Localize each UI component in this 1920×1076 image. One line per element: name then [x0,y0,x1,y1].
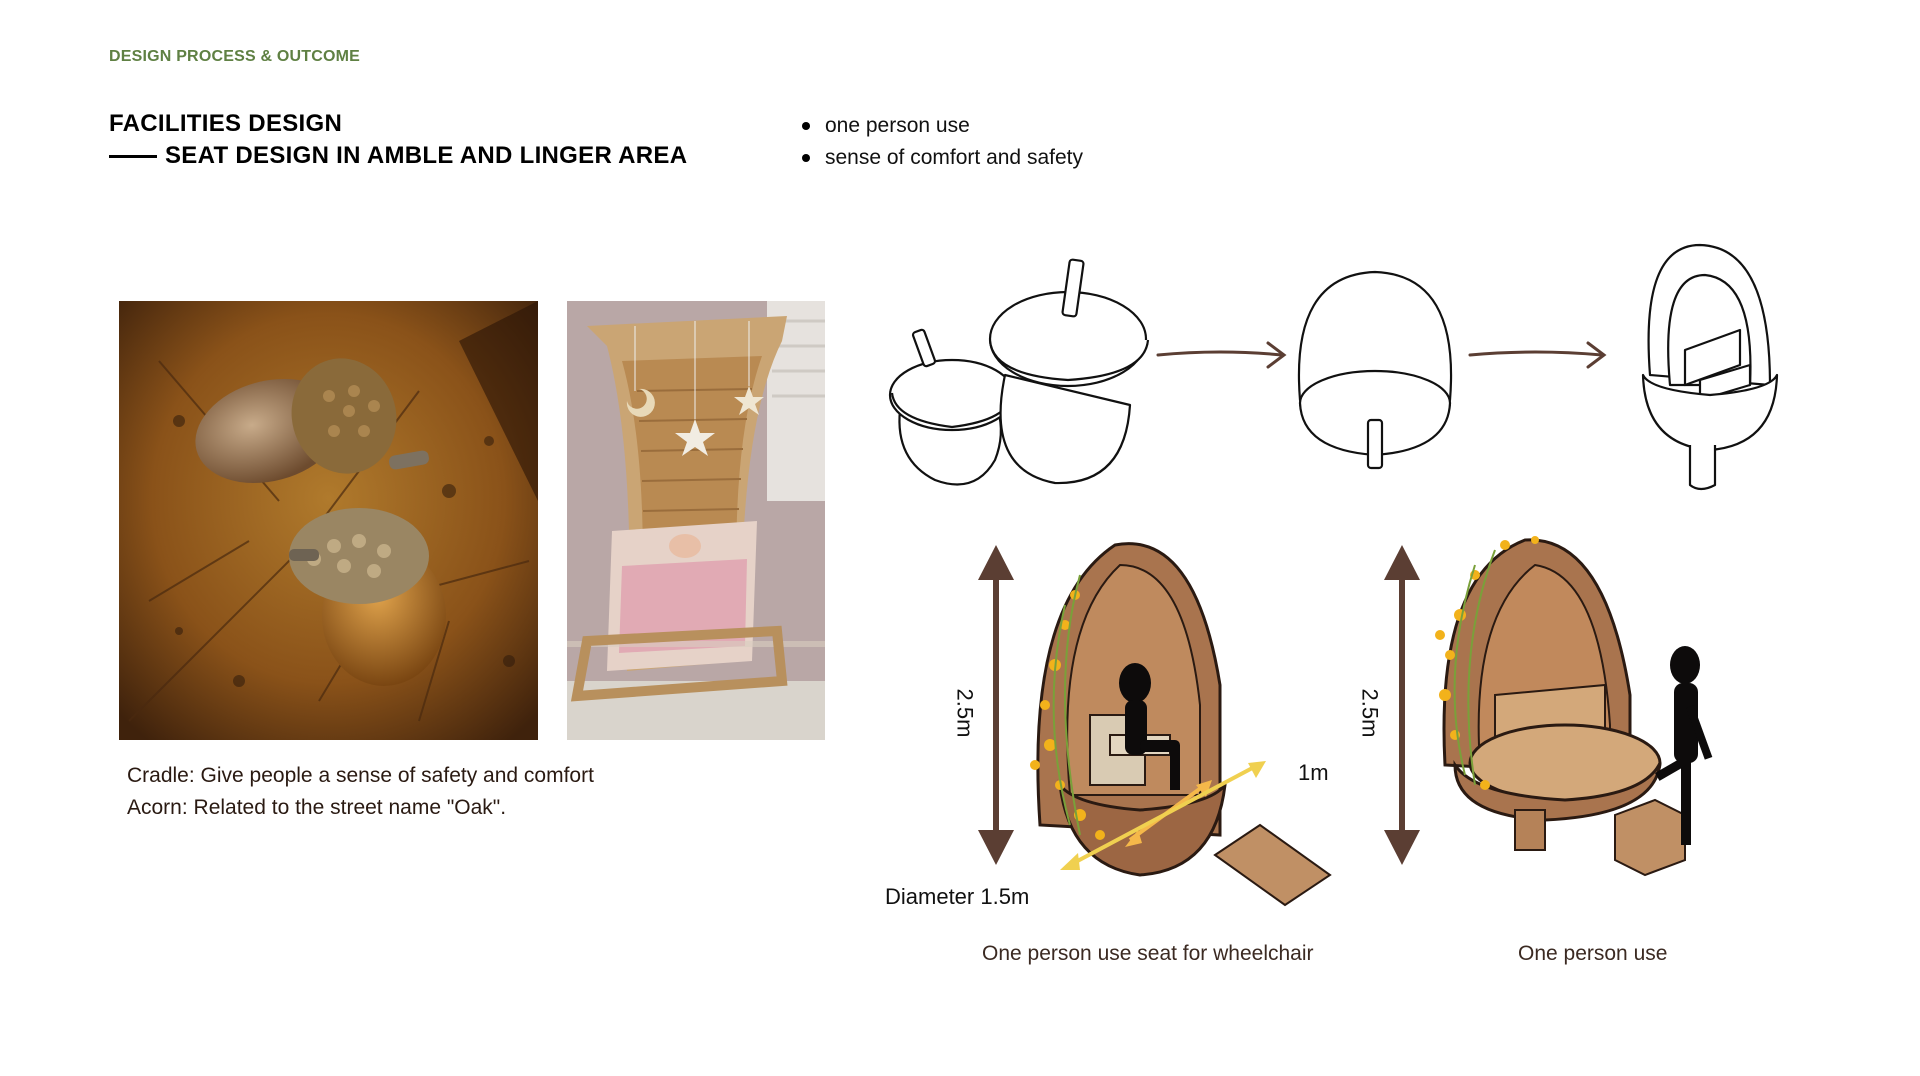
section-label: DESIGN PROCESS & OUTCOME [109,48,361,65]
title-dash [109,154,157,158]
sketch-sequence [888,243,1779,491]
requirement-item: one person use [802,110,1083,142]
page-subtitle: SEAT DESIGN IN AMBLE AND LINGER AREA [109,142,687,170]
standard-height-label: 2.5m [1357,688,1383,738]
acorn-pair-sketch [888,258,1150,486]
step-arrow-2 [1468,350,1604,357]
wheelchair-seat-render [978,542,1332,907]
standard-seat-render [1384,536,1713,877]
bullet-icon [802,154,810,162]
flipped-acorn-sketch [1297,270,1453,470]
cradle-photo [567,301,825,740]
step-arrow-1 [1156,350,1284,357]
page-title: FACILITIES DESIGN [109,110,343,137]
inspiration-caption: Cradle: Give people a sense of safety an… [127,760,594,824]
diameter-label: Diameter 1.5m [885,884,1030,909]
caption-acorn: Acorn: Related to the street name "Oak". [127,796,507,819]
bullet-icon [802,122,810,130]
requirement-item: sense of comfort and safety [802,142,1083,174]
page-subtitle-text: SEAT DESIGN IN AMBLE AND LINGER AREA [165,142,688,169]
acorn-seat-sketch [1641,243,1779,491]
wheelchair-width-label: 1m [1298,760,1329,785]
caption-cradle: Cradle: Give people a sense of safety an… [127,764,594,787]
wheelchair-caption: One person use seat for wheelchair [982,942,1314,965]
acorn-photo [119,301,538,740]
wheelchair-height-label: 2.5m [952,688,978,738]
standard-caption: One person use [1518,942,1668,965]
requirements-list: one person use sense of comfort and safe… [802,110,1083,174]
